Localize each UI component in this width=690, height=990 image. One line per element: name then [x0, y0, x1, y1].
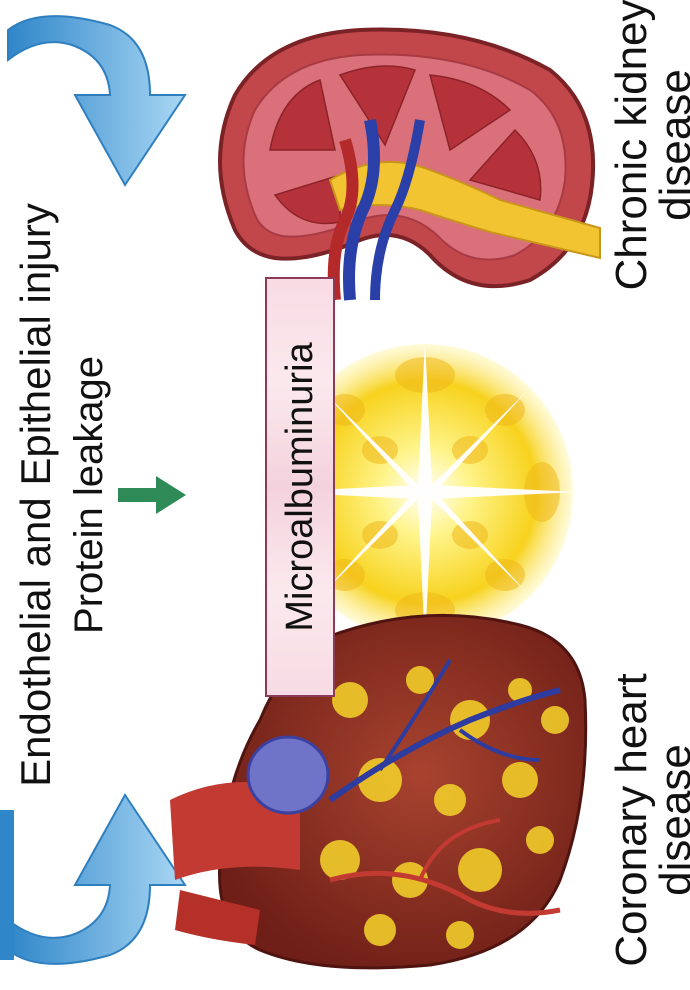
microalbuminuria-label: Microalbuminuria [281, 342, 319, 631]
coronary-heart-disease-label: Coronary heart disease [610, 650, 690, 990]
chd-line-2: disease [654, 650, 690, 990]
microalbuminuria-box: Microalbuminuria [265, 277, 335, 697]
kidney-icon [220, 30, 600, 301]
green-arrow-icon [118, 476, 186, 514]
injury-label: Endothelial and Epithelial injury [15, 95, 75, 895]
chd-line-1: Coronary heart [610, 650, 654, 990]
heart-icon [170, 615, 586, 967]
ckd-line-1: Chronic kidney [610, 0, 654, 310]
chronic-kidney-disease-label: Chronic kidney disease [610, 0, 690, 310]
ckd-line-2: disease [654, 0, 690, 310]
protein-leakage-label: Protein leakage [69, 285, 119, 705]
